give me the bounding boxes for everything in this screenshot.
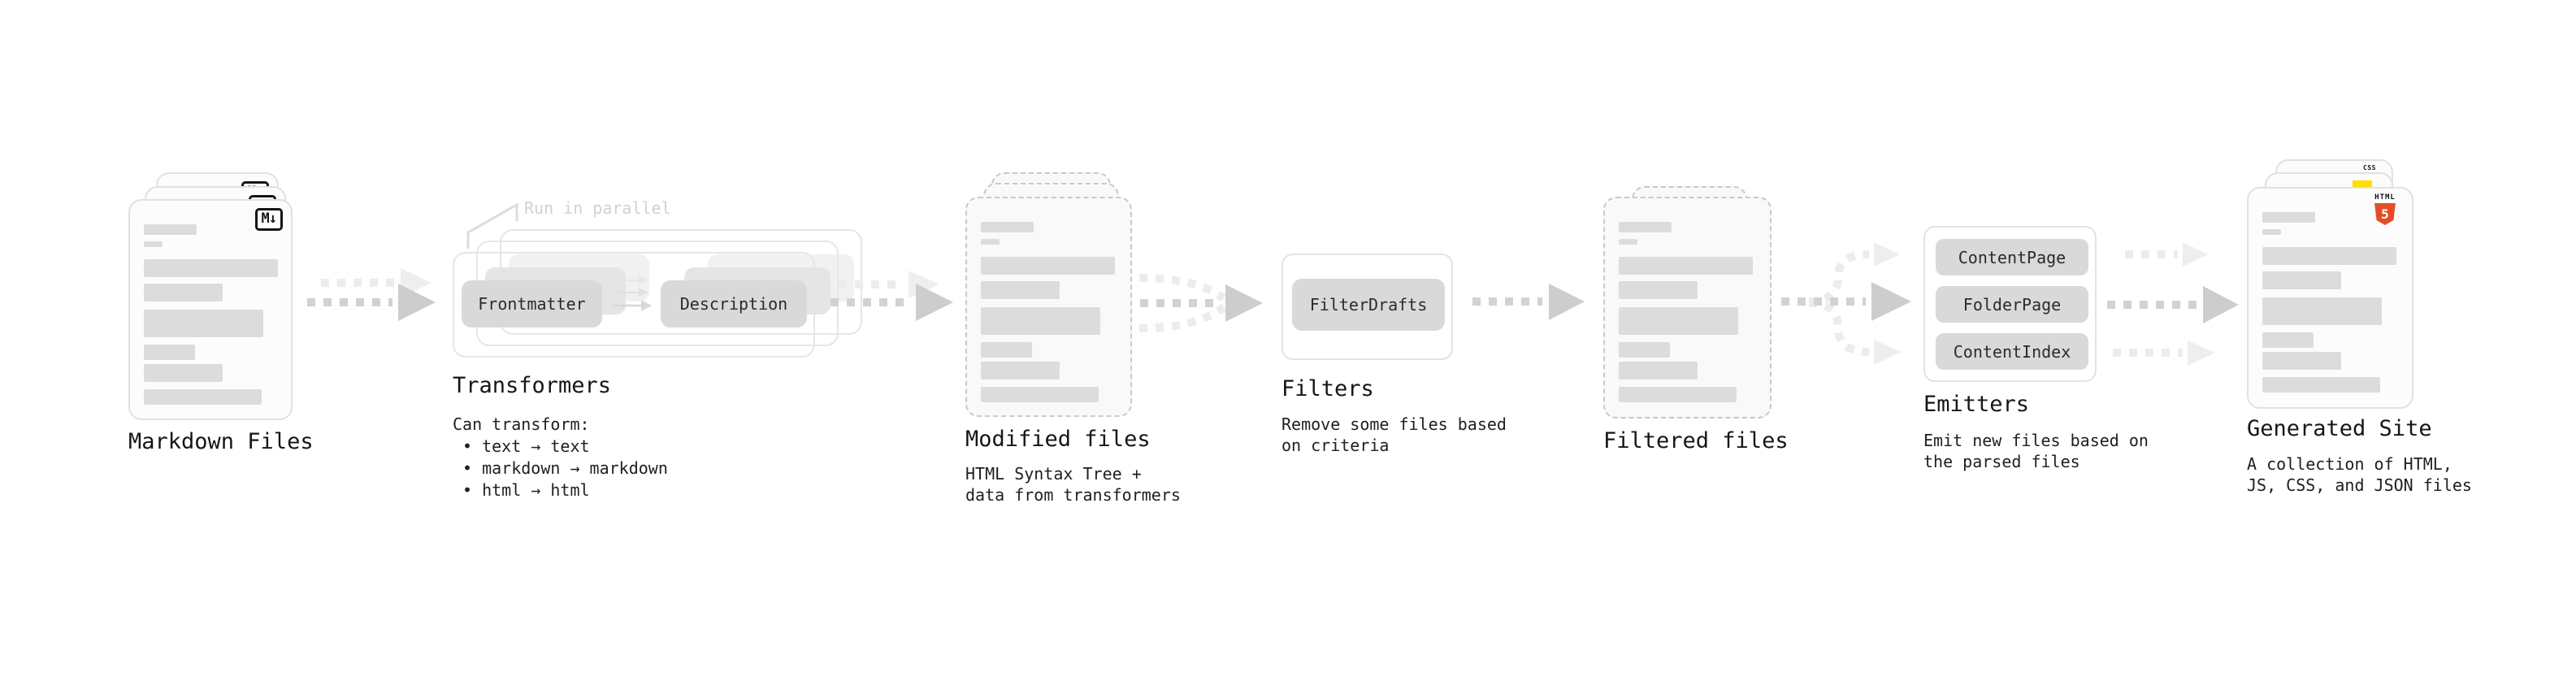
can-transform-item: • text → text [462, 436, 590, 456]
html5-icon: HTML 5 [2366, 194, 2404, 225]
document-content-placeholder [981, 222, 1115, 402]
description-box: Description [661, 280, 807, 327]
text-placeholder-bar [981, 257, 1115, 275]
text-placeholder-bar [981, 387, 1099, 402]
subtitle-line: Emit new files based on [1923, 431, 2149, 450]
text-placeholder-bar [1619, 222, 1672, 232]
text-placeholder-bar [2262, 212, 2315, 223]
js-file-icon [2353, 180, 2372, 189]
subtitle-line: A collection of HTML, [2247, 454, 2452, 474]
arrow-markdown-to-transformers [307, 268, 436, 321]
text-placeholder-bar [144, 364, 223, 382]
run-in-parallel-annotation: Run in parallel [524, 198, 671, 218]
arrow-filters-to-filtered [1472, 284, 1585, 320]
generated-site-title: Generated Site [2247, 416, 2432, 441]
emitters-panel: ContentPage FolderPage ContentIndex [1923, 226, 2097, 382]
markdown-document-front: M↓ [128, 199, 293, 420]
emitters-subtitle: Emit new files based on the parsed files [1923, 430, 2149, 472]
arrow-modified-to-filters [1138, 274, 1263, 332]
text-placeholder-bar [2262, 297, 2382, 325]
text-placeholder-bar [2262, 247, 2396, 265]
markdown-files-title: Markdown Files [128, 429, 314, 454]
filtered-document-front [1603, 197, 1772, 419]
subtitle-line: JS, CSS, and JSON files [2247, 475, 2472, 495]
emitters-title: Emitters [1923, 392, 2030, 417]
frontmatter-box: Frontmatter [462, 280, 602, 327]
can-transform-item: • markdown → markdown [462, 458, 668, 478]
text-placeholder-bar [2262, 271, 2341, 289]
text-placeholder-bar [1619, 387, 1737, 402]
generated-site-subtitle: A collection of HTML, JS, CSS, and JSON … [2247, 453, 2472, 496]
filters-subtitle: Remove some files based on criteria [1281, 414, 1507, 456]
transformer-stack-outline-front [453, 252, 815, 358]
text-placeholder-bar [2262, 229, 2281, 235]
subtitle-line: HTML Syntax Tree + [965, 464, 1142, 484]
text-placeholder-bar [144, 389, 262, 405]
modified-files-subtitle: HTML Syntax Tree + data from transformer… [965, 463, 1181, 505]
text-placeholder-bar [1619, 342, 1670, 358]
subtitle-line: Remove some files based [1281, 414, 1507, 434]
text-placeholder-bar [144, 284, 223, 301]
text-placeholder-bar [1619, 281, 1698, 299]
text-placeholder-bar [981, 307, 1100, 335]
text-placeholder-bar [981, 222, 1034, 232]
text-placeholder-bar [2262, 377, 2380, 393]
text-placeholder-bar [1619, 307, 1738, 335]
text-placeholder-bar [144, 259, 278, 277]
text-placeholder-bar [2262, 352, 2341, 370]
subtitle-line: the parsed files [1923, 452, 2080, 471]
folderpage-box: FolderPage [1936, 286, 2088, 323]
text-placeholder-bar [144, 310, 263, 337]
text-placeholder-bar [144, 345, 195, 360]
document-content-placeholder [144, 224, 278, 405]
text-placeholder-bar [981, 281, 1060, 299]
text-placeholder-bar [2262, 332, 2314, 348]
filtered-files-title: Filtered files [1603, 428, 1789, 453]
arrow-emitters-to-generated [2107, 242, 2239, 366]
text-placeholder-bar [1619, 257, 1753, 275]
can-transform-item: • html → html [462, 480, 590, 500]
document-content-placeholder [1619, 222, 1753, 402]
text-placeholder-bar [981, 239, 1000, 245]
subtitle-line: data from transformers [965, 485, 1181, 505]
transformers-title: Transformers [453, 373, 612, 398]
text-placeholder-bar [1619, 239, 1637, 245]
modified-document-front [965, 197, 1132, 417]
document-content-placeholder [2262, 212, 2396, 393]
contentindex-box: ContentIndex [1936, 333, 2088, 370]
text-placeholder-bar [144, 241, 163, 247]
contentpage-box: ContentPage [1936, 239, 2088, 275]
subtitle-line: on criteria [1281, 436, 1390, 455]
text-placeholder-bar [1619, 362, 1698, 380]
text-placeholder-bar [981, 362, 1060, 380]
text-placeholder-bar [144, 224, 197, 235]
transformers-note: Can transform: • text → text • markdown … [453, 414, 668, 501]
modified-files-title: Modified files [965, 427, 1151, 452]
html-document-front: HTML 5 [2247, 187, 2413, 409]
filterdrafts-box: FilterDrafts [1292, 279, 1445, 331]
arrow-filtered-to-emitters [1781, 242, 1911, 365]
can-transform-heading: Can transform: [453, 414, 590, 434]
markdown-icon: M↓ [254, 208, 283, 231]
filters-title: Filters [1281, 376, 1374, 401]
text-placeholder-bar [981, 342, 1032, 358]
